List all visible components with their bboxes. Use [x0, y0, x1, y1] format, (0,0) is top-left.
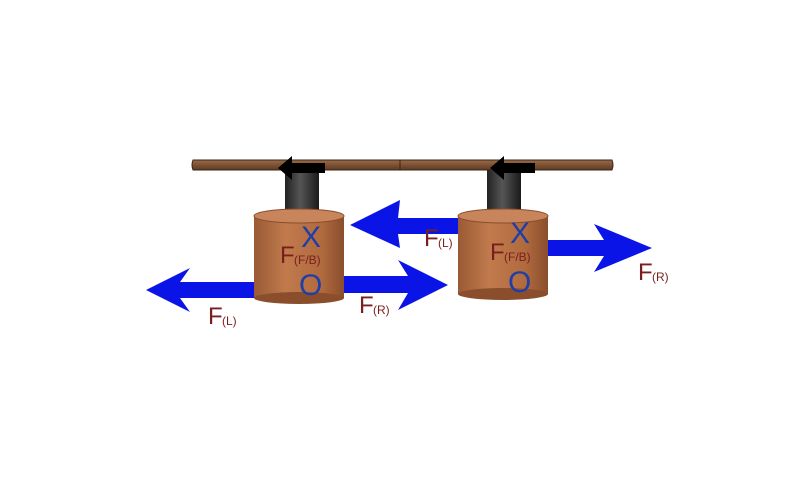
right-center-force-label: F (F/B) — [490, 239, 531, 266]
right-fr-main: F — [638, 259, 653, 286]
left-fr-label: F (R) — [359, 292, 390, 319]
left-fl-main: F — [208, 303, 223, 330]
left-x-mark: X — [301, 221, 321, 254]
left-center-force-main: F — [280, 242, 295, 269]
left-fr-arrow-icon — [344, 260, 448, 310]
left-center-force-label: F (F/B) — [280, 242, 321, 269]
right-fl-arrow-icon — [350, 200, 458, 248]
right-fr-label: F (R) — [638, 259, 669, 286]
left-fl-label: F (L) — [208, 303, 237, 330]
right-unit: X O F (F/B) F (L) F (R) — [350, 156, 669, 300]
right-fr-sub: (R) — [652, 270, 669, 284]
right-rotation-arrow-icon — [490, 156, 535, 180]
right-fl-label: F (L) — [424, 225, 453, 252]
left-o-mark: O — [299, 269, 322, 302]
right-fl-main: F — [424, 225, 439, 252]
left-cylinder — [253, 208, 345, 304]
left-fr-sub: (R) — [373, 303, 390, 317]
right-x-mark: X — [510, 217, 530, 250]
left-fl-arrow-icon — [146, 268, 254, 312]
left-fr-main: F — [359, 292, 374, 319]
right-cylinder — [457, 208, 549, 300]
left-center-force-sub: (F/B) — [294, 253, 321, 267]
right-o-mark: O — [508, 266, 531, 299]
left-fl-sub: (L) — [222, 314, 237, 328]
left-unit: X O F (F/B) F (L) F (R) — [146, 156, 448, 330]
right-center-force-sub: (F/B) — [504, 250, 531, 264]
top-plate — [191, 159, 614, 171]
right-fr-arrow-icon — [548, 224, 652, 272]
right-center-force-main: F — [490, 239, 505, 266]
right-fl-sub: (L) — [438, 236, 453, 250]
left-rotation-arrow-icon — [278, 156, 325, 180]
